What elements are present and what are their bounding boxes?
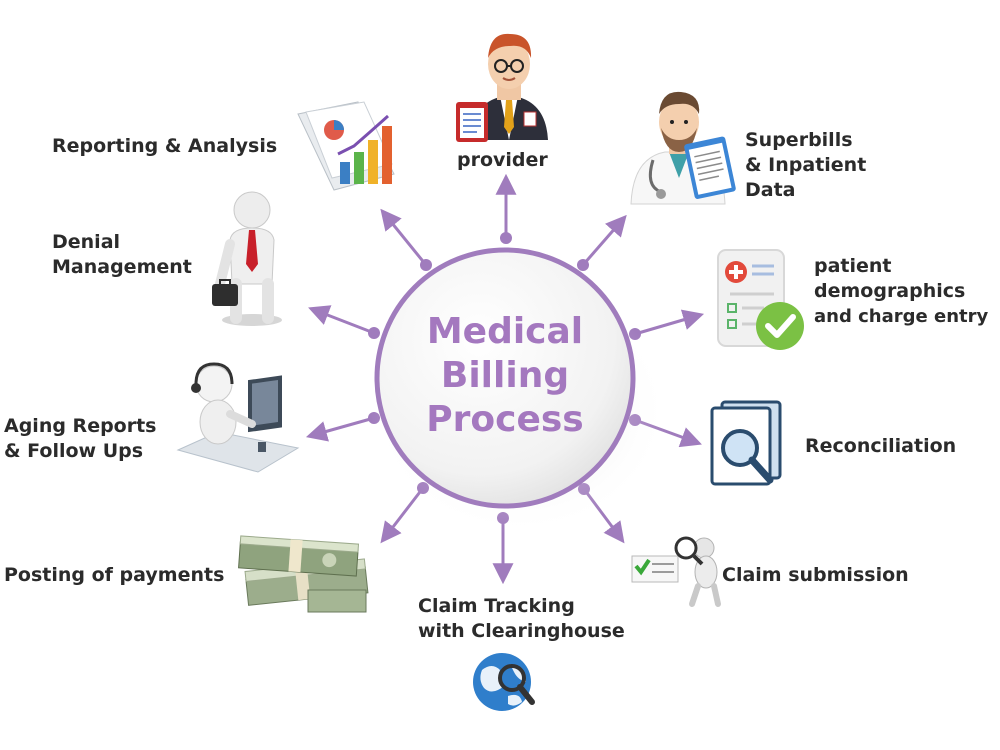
label-claim-submission: Claim submission xyxy=(722,563,909,588)
arrow-superbills xyxy=(577,214,627,271)
businessman-with-briefcase-icon xyxy=(212,191,282,326)
label-demographics: patient demographics and charge entry xyxy=(814,254,988,329)
center-title-line: Process xyxy=(426,399,584,440)
label-line: Data xyxy=(745,179,796,201)
physician-with-clipboard-icon xyxy=(630,91,736,205)
label-line: & Inpatient xyxy=(745,154,867,176)
center-disc xyxy=(370,247,670,535)
center-title: Medical Billing Process xyxy=(380,310,630,442)
label-denial-management: Denial Management xyxy=(52,230,192,280)
globe-magnifier-icon xyxy=(473,653,535,711)
center-title-line: Medical xyxy=(426,311,584,352)
doctor-with-clipboard-icon xyxy=(456,33,548,142)
label-aging-reports: Aging Reports & Follow Ups xyxy=(4,414,157,464)
label-line: Denial xyxy=(52,231,121,253)
center-title-line: Billing xyxy=(440,355,570,396)
label-line: demographics xyxy=(814,280,966,302)
label-line: Reporting & Analysis xyxy=(52,135,278,157)
arrow-provider xyxy=(495,173,517,244)
figure-at-computer-icon xyxy=(176,362,300,473)
label-reporting-analysis: Reporting & Analysis xyxy=(52,134,277,159)
label-line: with Clearinghouse xyxy=(418,620,625,642)
label-line: & Follow Ups xyxy=(4,440,144,462)
label-line: Claim Tracking xyxy=(418,595,575,617)
money-stack-icon xyxy=(238,535,369,613)
label-line: Superbills xyxy=(745,129,853,151)
label-line: provider xyxy=(457,149,548,171)
label-posting-payments: Posting of payments xyxy=(4,563,224,588)
label-superbills: Superbills & Inpatient Data xyxy=(745,128,866,203)
label-line: and charge entry xyxy=(814,306,989,327)
label-line: Claim submission xyxy=(722,564,909,586)
document-magnifier-icon xyxy=(710,400,782,486)
label-line: patient xyxy=(814,255,892,277)
label-claim-tracking: Claim Tracking with Clearinghouse xyxy=(418,594,625,644)
label-provider: provider xyxy=(457,148,548,173)
arrow-reporting-analysis xyxy=(380,208,432,271)
bar-chart-folder-icon xyxy=(297,101,395,191)
arrow-denial-management xyxy=(308,305,380,339)
label-line: Management xyxy=(52,256,192,278)
arrow-aging-reports xyxy=(305,412,380,442)
label-line: Aging Reports xyxy=(4,415,157,437)
label-reconciliation: Reconciliation xyxy=(805,434,956,459)
figure-with-magnifier-icon xyxy=(631,536,721,607)
medical-form-checkmark-icon xyxy=(717,249,804,350)
label-line: Reconciliation xyxy=(805,435,957,457)
label-line: Posting of payments xyxy=(4,564,225,586)
